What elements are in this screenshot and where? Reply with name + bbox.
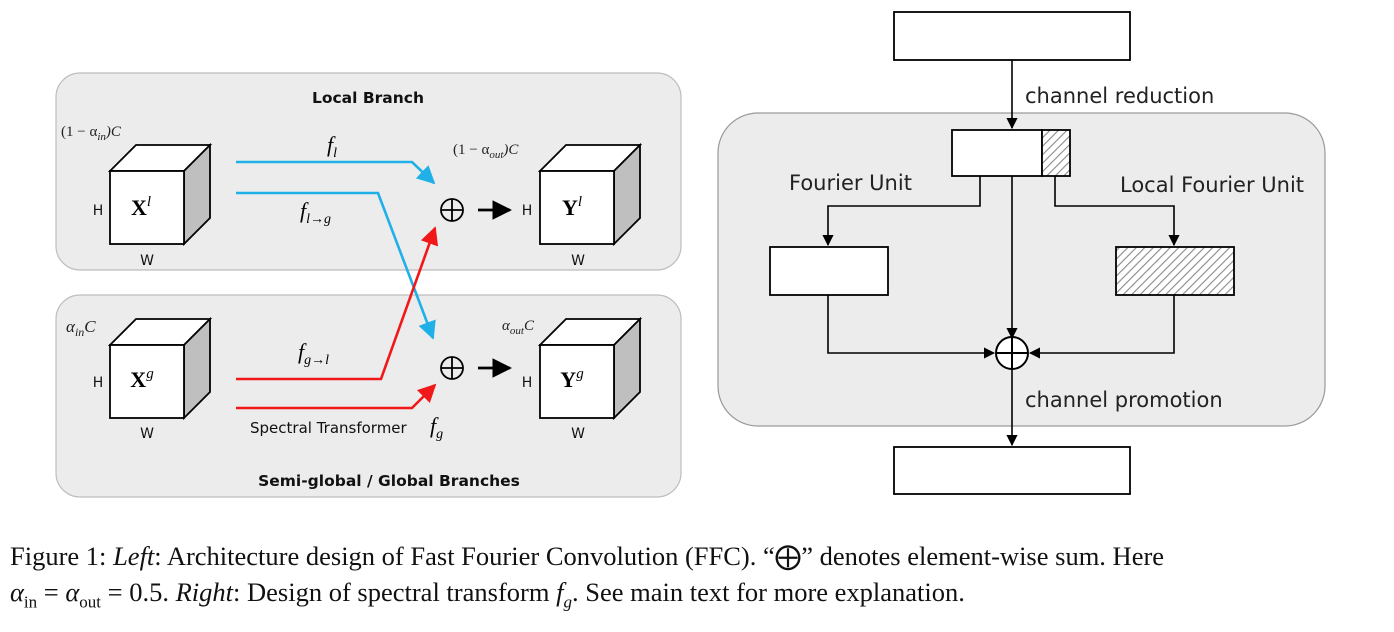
out-global-channels-sub: out [510,325,525,337]
caption-part1: : Architecture design of Fast Fourier Co… [154,541,1165,571]
local-fourier-unit-block [1115,246,1235,296]
x-global-label: X [130,367,146,392]
label-f-l-to-g-sub: l→g [306,212,331,227]
svg-text:(1 − αout)C: (1 − αout)C [453,142,519,161]
label-channel-reduction: channel reduction [1025,84,1214,108]
arrow-to-local-fourier-unit [1054,176,1180,247]
cube-y-local: Yl H W (1 − αout)C [453,142,643,269]
svg-text:αinC: αinC [66,317,96,339]
y-global-h-label: H [522,375,533,391]
x-local-sup: l [147,194,151,210]
in-global-channels: α [66,317,76,336]
x-global-sup: g [146,366,154,382]
cube-x-local: Xl H W (1 − αin)C [61,124,213,269]
arrow-to-fourier-unit [822,176,981,247]
caption-fg: f [556,577,564,607]
caption-prefix: Figure 1: [10,541,114,571]
out-global-channels-tail: C [524,318,535,334]
arrow-f-g-to-l [236,226,439,381]
y-local-w-label: W [571,253,585,269]
label-spectral-transformer: Spectral Transformer [250,419,408,437]
x-local-w-label: W [140,253,154,269]
reduced-block [951,129,1043,177]
in-global-channels-sub: in [75,325,84,339]
out-local-channels: (1 − α [453,142,489,158]
ffc-figure: Local Branch Semi-global / Global Branch… [55,11,1326,498]
x-global-w-label: W [140,426,154,442]
svg-text:Yg: Yg [560,366,584,392]
caption-line-2: αin = αout = 0.5. Right: Design of spect… [10,574,1390,620]
sum-spectral [995,336,1029,370]
reduced-block-local-part [1041,129,1071,177]
label-f-l-sub: l [333,146,337,161]
cube-x-global: Xg H W αinC [66,316,213,442]
svg-text:Xl: Xl [131,194,151,220]
caption-left-word: Left [113,541,155,571]
caption-equals-2: = 0.5. [101,577,176,607]
caption-part2: : Design of spectral transform [233,577,557,607]
in-local-channels: (1 − α [61,124,97,140]
y-global-sup: g [576,366,584,382]
caption-alpha-out: α [65,577,80,607]
svg-text:αoutC: αoutC [502,318,535,337]
caption-alpha-in-sub: in [23,592,38,612]
out-local-channels-sub: out [489,149,504,161]
sum-global [440,356,464,380]
svg-text:Xg: Xg [130,366,154,392]
output-block [893,446,1131,495]
x-local-label: X [131,195,147,220]
caption-equals-1: = [37,577,66,607]
arrow-f-l-to-g [236,191,436,340]
caption-alpha-in: α [10,577,24,607]
in-global-channels-tail: C [84,317,96,336]
label-f-g-to-l-sub: g→l [304,353,329,368]
svg-text:fg: fg [430,413,443,442]
label-f-l-to-g: f [300,198,309,223]
label-f-g: f [430,413,439,438]
in-local-channels-tail: )C [105,124,122,140]
caption-alpha-out-sub: out [79,592,102,612]
svg-text:fg→l: fg→l [298,339,329,368]
fourier-unit-block [769,246,889,296]
caption-line-1: Figure 1: Left: Architecture design of F… [10,538,1390,574]
out-local-channels-tail: )C [502,142,519,158]
out-global-channels: α [502,318,511,334]
arrow-f-l [236,160,436,185]
label-fourier-unit: Fourier Unit [789,171,912,195]
svg-text:(1 − αin)C: (1 − αin)C [61,124,122,143]
figure-caption: Figure 1: Left: Architecture design of F… [10,538,1390,620]
global-branch-panel [55,294,682,498]
in-local-channels-sub: in [97,131,106,143]
arrow-fourier-to-sum [827,295,996,359]
y-local-label: Y [562,195,578,220]
caption-right-word: Right [175,577,234,607]
sum-local [440,198,464,222]
arrow-local-fourier-to-sum [1028,295,1175,359]
caption-fg-sub: g [563,592,572,612]
local-branch-title: Local Branch [312,89,424,107]
label-f-g-sub: g [436,427,443,442]
label-channel-promotion: channel promotion [1025,388,1223,412]
spectral-transform: channel reduction Fourier Unit Local Fou… [717,11,1326,495]
ffc-architecture: Local Branch Semi-global / Global Branch… [55,72,682,498]
y-local-sup: l [578,194,582,210]
x-local-h-label: H [93,203,104,219]
y-global-label: Y [560,367,576,392]
label-f-l: f [327,132,336,157]
caption-part3: . See main text for more explanation. [571,577,965,607]
global-branch-title: Semi-global / Global Branches [258,472,520,490]
input-block [893,11,1131,61]
svg-text:fl: fl [327,132,337,161]
cube-y-global: Yg H W αoutC [502,316,643,442]
svg-text:fl→g: fl→g [300,198,331,227]
label-f-g-to-l: f [298,339,307,364]
label-local-fourier-unit: Local Fourier Unit [1120,173,1304,197]
arrow-f-g [236,383,437,410]
y-global-w-label: W [571,426,585,442]
x-global-h-label: H [93,375,104,391]
local-branch-panel [55,72,682,271]
y-local-h-label: H [522,203,533,219]
svg-text:Yl: Yl [562,194,582,220]
